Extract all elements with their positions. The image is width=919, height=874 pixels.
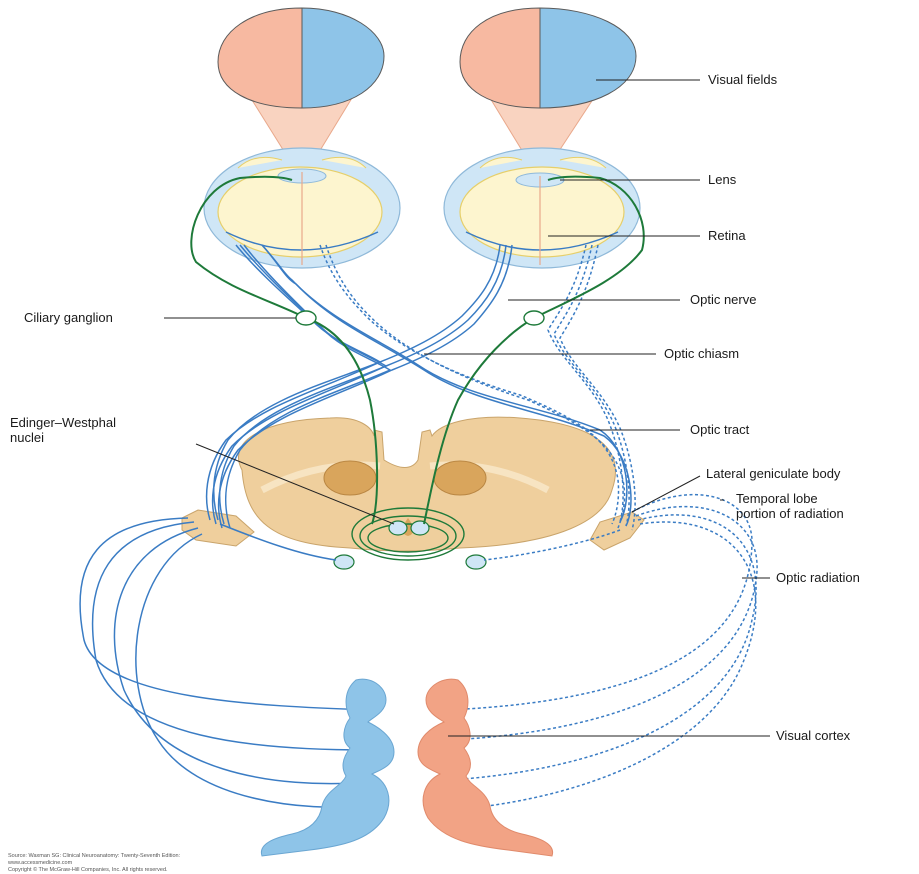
source-line-1: Source: Waxman SG: Clinical Neuroanatomy… [8, 853, 181, 859]
label-optic-radiation: Optic radiation [776, 570, 860, 585]
label-lens: Lens [708, 172, 737, 187]
source-line-3: Copyright © The McGraw-Hill Companies, I… [8, 866, 168, 873]
label-edinger-westphal-nuclei: nuclei [10, 430, 44, 445]
midbrain [182, 417, 644, 569]
label-optic-tract: Optic tract [690, 422, 750, 437]
left-eye [204, 148, 400, 268]
right-ciliary-ganglion [524, 311, 544, 325]
label-visual-fields: Visual fields [708, 72, 778, 87]
label-retina: Retina [708, 228, 746, 243]
label-edinger-westphal: Edinger–Westphal [10, 415, 116, 430]
source-credit: Source: Waxman SG: Clinical Neuroanatomy… [7, 853, 181, 873]
label-optic-chiasm: Optic chiasm [664, 346, 739, 361]
label-optic-nerve: Optic nerve [690, 292, 756, 307]
right-eye [444, 148, 640, 268]
left-ciliary-ganglion [296, 311, 316, 325]
right-visual-cortex [418, 679, 553, 856]
label-temporal-lobe: Temporal lobe [736, 491, 818, 506]
left-optic-radiation [80, 518, 372, 807]
labels: Visual fields Lens Retina Ciliary gangli… [10, 72, 860, 743]
source-line-2: www.accessmedicine.com [7, 860, 73, 866]
label-temporal-lobe-portion: portion of radiation [736, 506, 844, 521]
label-lateral-geniculate-body: Lateral geniculate body [706, 466, 841, 481]
label-visual-cortex: Visual cortex [776, 728, 851, 743]
label-ciliary-ganglion: Ciliary ganglion [24, 310, 113, 325]
